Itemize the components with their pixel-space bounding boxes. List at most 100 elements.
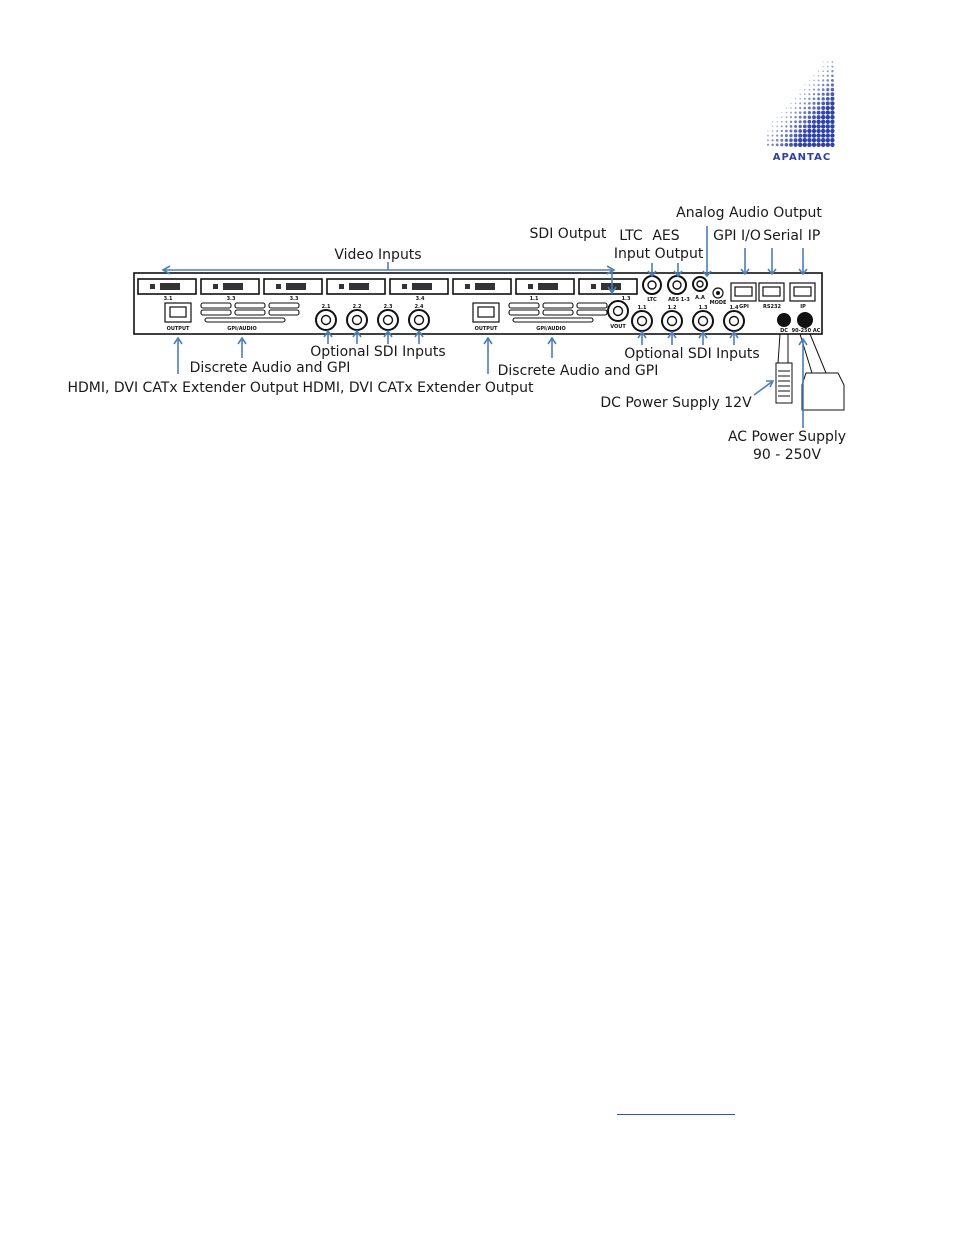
label-ac-power-line1: AC Power Supply [728,429,846,445]
footer-link-underline[interactable] [617,1096,735,1115]
logo-dot [794,124,798,128]
dc-power-cable [775,333,793,404]
logo-dot [799,102,802,105]
logo-dot [789,138,793,142]
logo-dot [826,70,829,73]
logo-dot [813,79,815,82]
logo-dot [821,119,826,125]
logo-dot [784,143,789,147]
logo-dot [830,119,835,125]
logo-dot [830,138,835,143]
logo-dot [784,138,789,142]
sdi-left-num-4: 2.4 [415,304,424,310]
vout-connector: VOUT [607,300,629,330]
ip-port: IP [789,282,816,310]
logo-dot [821,88,825,91]
logo-dot [771,143,774,147]
label-hdmi-left: HDMI, DVI CATx Extender Output [67,380,299,396]
logo-dot [803,102,806,105]
logo-dot [771,125,774,128]
logo-dot [830,96,835,101]
output-left-text: OUTPUT [167,326,190,332]
logo-dot [825,105,830,111]
dvi-number-4: 3.4 [416,296,425,302]
sdi-right-num-2: 1.2 [668,305,677,311]
logo-dot [807,110,812,115]
ltc-connector: LTC [642,275,662,303]
logo-dot [808,84,811,86]
logo-dot [808,79,810,81]
logo-dot [808,93,811,96]
logo-dot [807,128,812,134]
logo-dot [825,138,830,143]
logo-dot [821,92,825,96]
label-ac-power-line2: 90 - 250V [753,447,821,463]
logo-dot [821,124,826,129]
logo-dot [794,111,797,114]
logo-dot [807,138,812,143]
logo-dot [789,125,793,128]
logo-dot [780,134,784,137]
logo-dot [822,79,825,82]
logo-dot [804,88,806,91]
logo-dot [830,78,834,82]
logo-dot [811,128,817,134]
logo-dot [812,93,816,96]
logo-dot [821,128,826,134]
logo-dot [776,116,778,118]
logo-dot [790,111,792,114]
logo-dot [830,115,835,120]
dvi-input-row: 3.1 3.3 3.3 3.4 1.1 1.3 [137,278,638,302]
logo-dot [817,70,820,72]
dc-power-jack: DC [777,313,791,334]
logo-text: APANTAC [773,152,831,163]
callout-labels: Video Inputs SDI Output LTC Input AES Ou… [67,205,846,463]
label-optional-sdi-right: Optional SDI Inputs [624,346,759,362]
logo-dot [781,116,783,118]
logo-dot [771,130,774,132]
label-discrete-audio-left: Discrete Audio and GPI [190,360,351,376]
logo-dot [831,61,834,63]
logo-dot [790,102,792,105]
sdi-left-num-3: 2.3 [384,304,393,310]
label-analog-audio-output: Analog Audio Output [676,205,822,221]
dvi-number-1: 3.1 [164,296,173,302]
left-output-section: OUTPUT GPI/AUDIO [164,302,300,332]
logo-dot [825,96,830,101]
output-right-text: OUTPUT [475,326,498,332]
gpi-audio-left-text: GPI/AUDIO [227,326,257,332]
logo-dot [803,120,807,124]
logo-dot [816,138,821,143]
logo-dot [822,70,824,72]
logo-dot [826,79,830,82]
logo-dot [799,89,801,91]
logo-dot [816,106,821,110]
logo-dot [798,142,803,147]
label-ltc-line2: Input [614,246,651,262]
logo-dot [802,142,807,147]
logo-dot [817,75,820,77]
logo-dot [816,133,821,138]
rs232-text: RS232 [763,304,781,310]
logo-dot [825,142,830,147]
logo-dot [767,134,769,137]
logo-dot [802,128,807,134]
logo-dot [767,139,769,142]
logo-dot [821,115,826,120]
logo-dot [781,112,783,114]
logo-dot [821,142,826,147]
logo-dot [812,88,816,91]
sdi-left-num-1: 2.1 [322,304,331,310]
logo-dot [798,115,802,119]
right-output-section: OUTPUT GPI/AUDIO [472,302,608,332]
logo-dot [794,115,797,119]
logo-dot [798,124,802,129]
logo-dot [807,119,812,124]
logo-dot [830,92,835,97]
dvi-number-3: 3.3 [290,296,299,302]
logo-dot [830,87,835,92]
logo-dot [825,128,830,134]
logo-dot [811,119,817,124]
logo-dot [817,79,820,82]
logo-dot [803,111,807,115]
